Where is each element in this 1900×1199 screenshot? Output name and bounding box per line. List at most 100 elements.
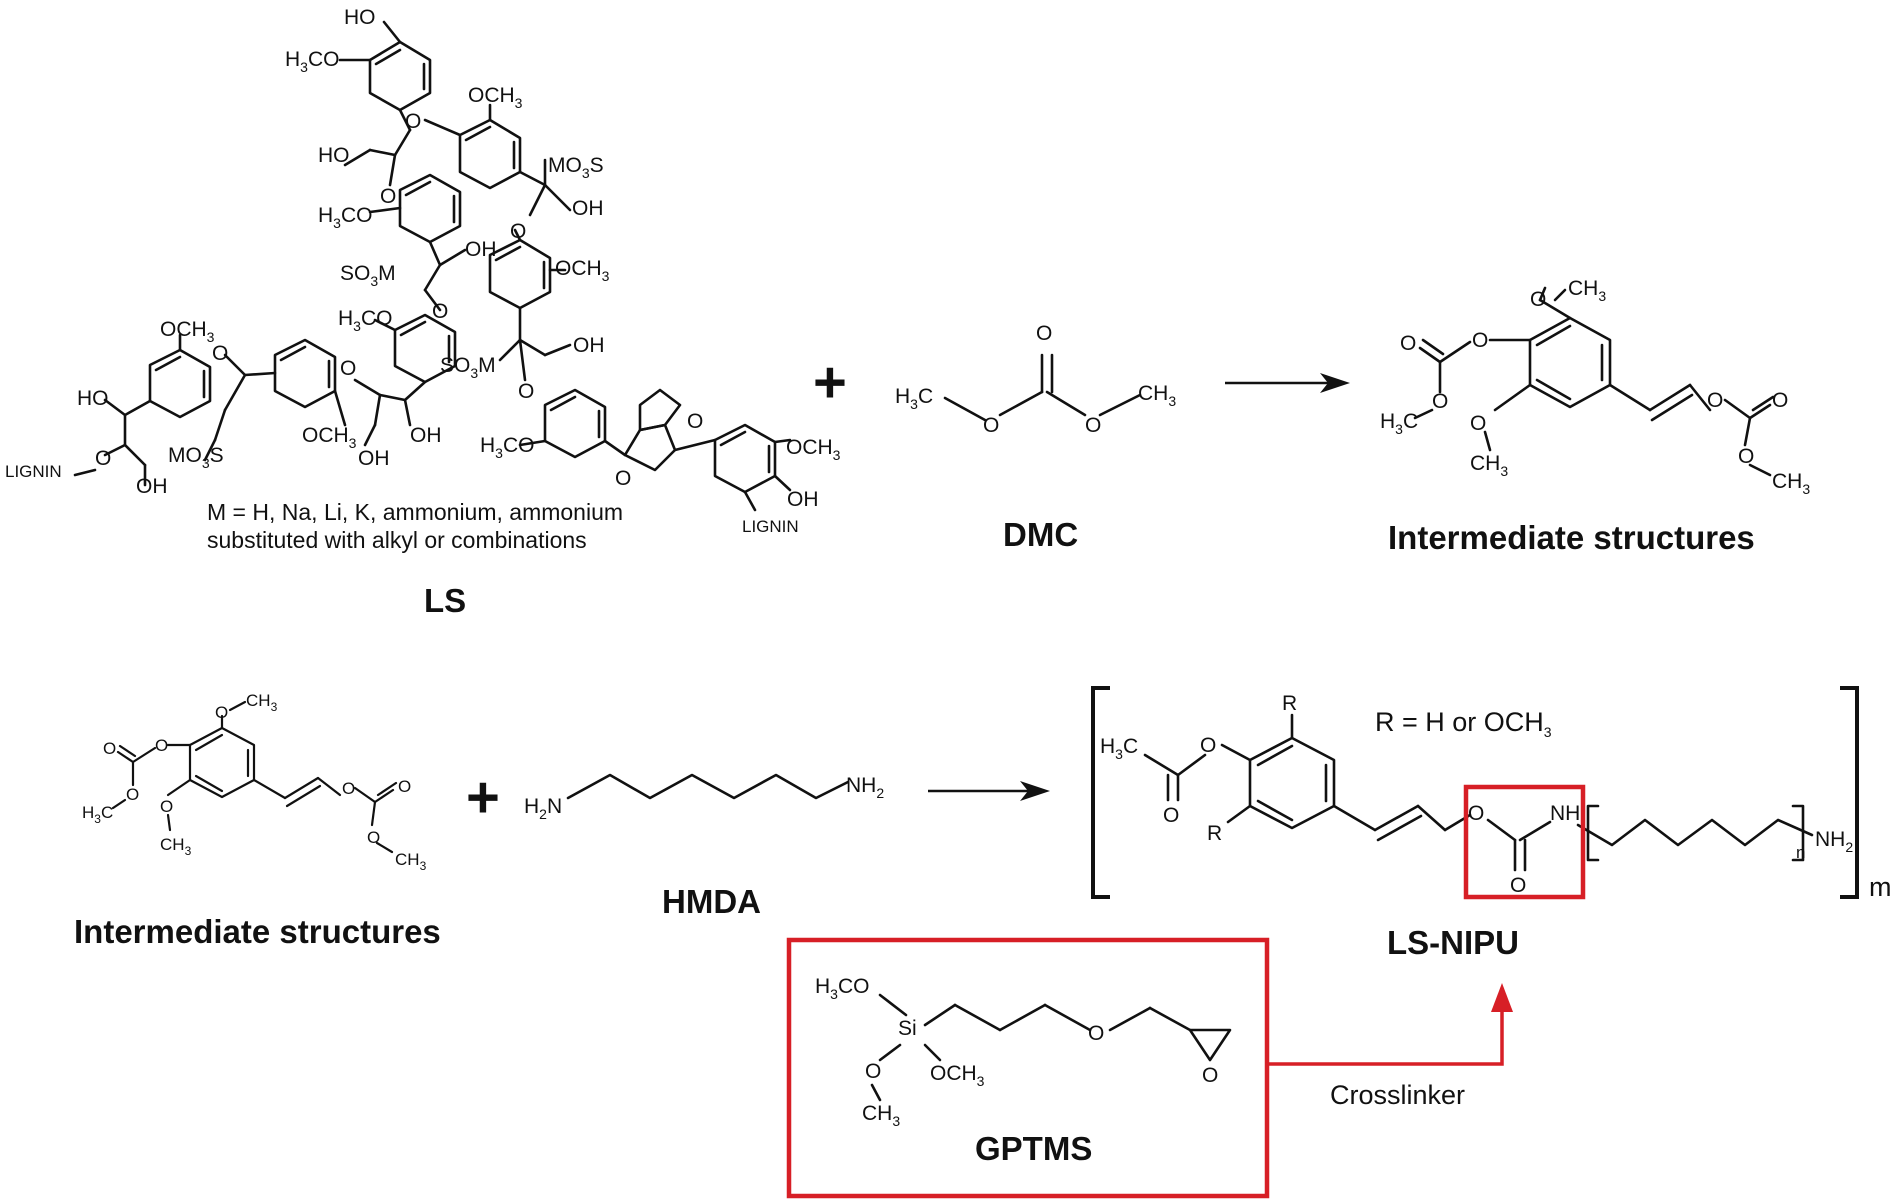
ls-note-line1: M = H, Na, Li, K, ammonium, ammonium (207, 499, 623, 525)
ls-mo3s-right: MO3S (548, 154, 604, 181)
intermediate-structure-bottom: O CH3 O O O H3C O CH3 O O O CH3 Intermed… (74, 691, 441, 950)
gptms-ch3: CH3 (862, 1102, 900, 1129)
ls-oh-right-low: OH (573, 334, 605, 357)
intermediate-h3c: H3C (1380, 410, 1418, 437)
bracket-left (1091, 686, 1110, 899)
int2-o-dbl-left: O (103, 739, 116, 758)
intermediate-o-allyl: O (1707, 389, 1723, 412)
ls-ho-left: HO (77, 387, 109, 410)
ls-ho-mid: HO (318, 144, 350, 167)
ls-h3co-lower: H3CO (338, 307, 392, 334)
nipu-nh: NH (1550, 802, 1580, 825)
gptms-epoxide (1188, 1028, 1232, 1062)
intermediate-o-methoxy-top: O (1530, 288, 1546, 311)
ls-och3-far-right: OCH3 (786, 436, 841, 463)
dmc-o-left: O (983, 414, 999, 437)
ls-structure: HO H3CO O HO O OCH3 MO3S O OH H3CO OH (5, 6, 841, 619)
inner-bracket-left (1586, 804, 1600, 862)
ls-ho-top: HO (344, 6, 376, 29)
ls-h3co-mid: H3CO (318, 204, 372, 231)
ls-o-right-low: O (518, 380, 534, 403)
ls-o-right: O (510, 220, 526, 243)
gptms-highlight-box (786, 937, 1270, 1199)
intermediate-ring-bottom (188, 726, 256, 799)
ls-ring-center (398, 173, 462, 244)
ls-o-lower: O (340, 357, 356, 380)
ls-ring-left (148, 348, 212, 419)
ls-oh-lower: OH (410, 424, 442, 447)
reaction-arrow-1 (1225, 373, 1350, 393)
intermediate-ch3-right: CH3 (1772, 470, 1810, 497)
repeat-n: n (1796, 843, 1805, 862)
crosslinker-arrow: Crosslinker (1267, 983, 1513, 1110)
dmc-o-carbonyl: O (1036, 322, 1052, 345)
hmda-h2n: H2N (524, 795, 562, 822)
plus-sign-2: + (466, 765, 500, 830)
dmc-structure: H3C O O O CH3 DMC (895, 322, 1176, 553)
ls-h3co-top: H3CO (285, 48, 339, 75)
gptms-o-ether: O (1088, 1022, 1104, 1045)
int2-h3c-left: H3C (82, 803, 113, 826)
nipu-o-carbamate-dbl: O (1510, 874, 1526, 897)
ls-so3m-left: SO3M (340, 262, 396, 289)
intermediate-ch3-bottom: CH3 (1470, 452, 1508, 479)
nipu-h3c: H3C (1100, 735, 1138, 762)
nipu-o-carbamate: O (1468, 802, 1484, 825)
reaction-arrow-2 (928, 781, 1050, 801)
ls-ring-upper-right (458, 118, 522, 190)
plus-sign-1: + (813, 350, 847, 415)
intermediate-caption-bottom: Intermediate structures (74, 913, 441, 950)
ls-o-center: O (432, 300, 448, 323)
ls-o-dioxocin: O (405, 110, 421, 133)
nipu-o-acetyl: O (1200, 734, 1216, 757)
nipu-o-acetyl-dbl: O (1163, 804, 1179, 827)
gptms-h3co: H3CO (815, 975, 869, 1002)
ls-oh-lower2: OH (358, 447, 390, 470)
ls-ring-lower-center (393, 313, 457, 384)
ls-oh-right: OH (572, 197, 604, 220)
ls-so3m-center: SO3M (440, 354, 496, 381)
hmda-structure: H2N NH2 HMDA (524, 773, 884, 920)
hmda-caption: HMDA (662, 883, 761, 920)
bracket-right (1840, 686, 1859, 899)
ls-nipu-structure: m H3C O O R R R = H or OCH3 O O NH (1091, 686, 1892, 961)
gptms-o-left: O (865, 1060, 881, 1083)
dmc-caption: DMC (1003, 516, 1078, 553)
repeat-m: m (1869, 872, 1892, 902)
ls-oh-far-right: OH (787, 488, 819, 511)
ls-furofuran-b (638, 388, 682, 432)
ls-lignin-left: LIGNIN (5, 462, 62, 481)
ls-h3co-right: H3CO (480, 434, 534, 461)
hmda-chain (566, 773, 850, 800)
ls-oh-bottom-left: OH (136, 475, 168, 498)
nipu-hexyl-chain (1576, 818, 1814, 847)
intermediate-o-ester: O (1432, 390, 1448, 413)
hmda-nh2: NH2 (846, 774, 884, 801)
ls-caption: LS (424, 582, 466, 619)
int2-o-ester-left: O (126, 785, 139, 804)
ls-lignin-right: LIGNIN (742, 517, 799, 536)
ls-ring-top (368, 40, 432, 112)
intermediate-o-dbl-right: O (1772, 389, 1788, 412)
ls-och3-left: OCH3 (160, 318, 215, 345)
gptms-o-epoxide: O (1202, 1064, 1218, 1087)
int2-ch3-bottom: CH3 (160, 835, 192, 858)
int2-o-dbl-right: O (398, 777, 411, 796)
intermediate-caption-top: Intermediate structures (1388, 519, 1755, 556)
carbamate-highlight-box (1463, 784, 1586, 900)
int2-o-bottom: O (160, 797, 173, 816)
int2-o-top: O (215, 703, 228, 722)
gptms-structure: H3CO Si O O O CH3 OCH3 GPTMS (786, 937, 1270, 1199)
gptms-caption: GPTMS (975, 1130, 1092, 1167)
int2-o-allyl: O (342, 779, 355, 798)
int2-o-left: O (155, 736, 168, 755)
intermediate-o-dbl: O (1400, 332, 1416, 355)
intermediate-o-ester-right: O (1738, 445, 1754, 468)
ls-o-furofuran-a: O (615, 467, 631, 490)
intermediate-o-carbonate: O (1472, 329, 1488, 352)
ls-och3-right-mid: OCH3 (555, 257, 610, 284)
intermediate-ring-top (1528, 316, 1612, 409)
ls-ring-right-low (543, 388, 607, 459)
r-definition: R = H or OCH3 (1375, 707, 1552, 740)
